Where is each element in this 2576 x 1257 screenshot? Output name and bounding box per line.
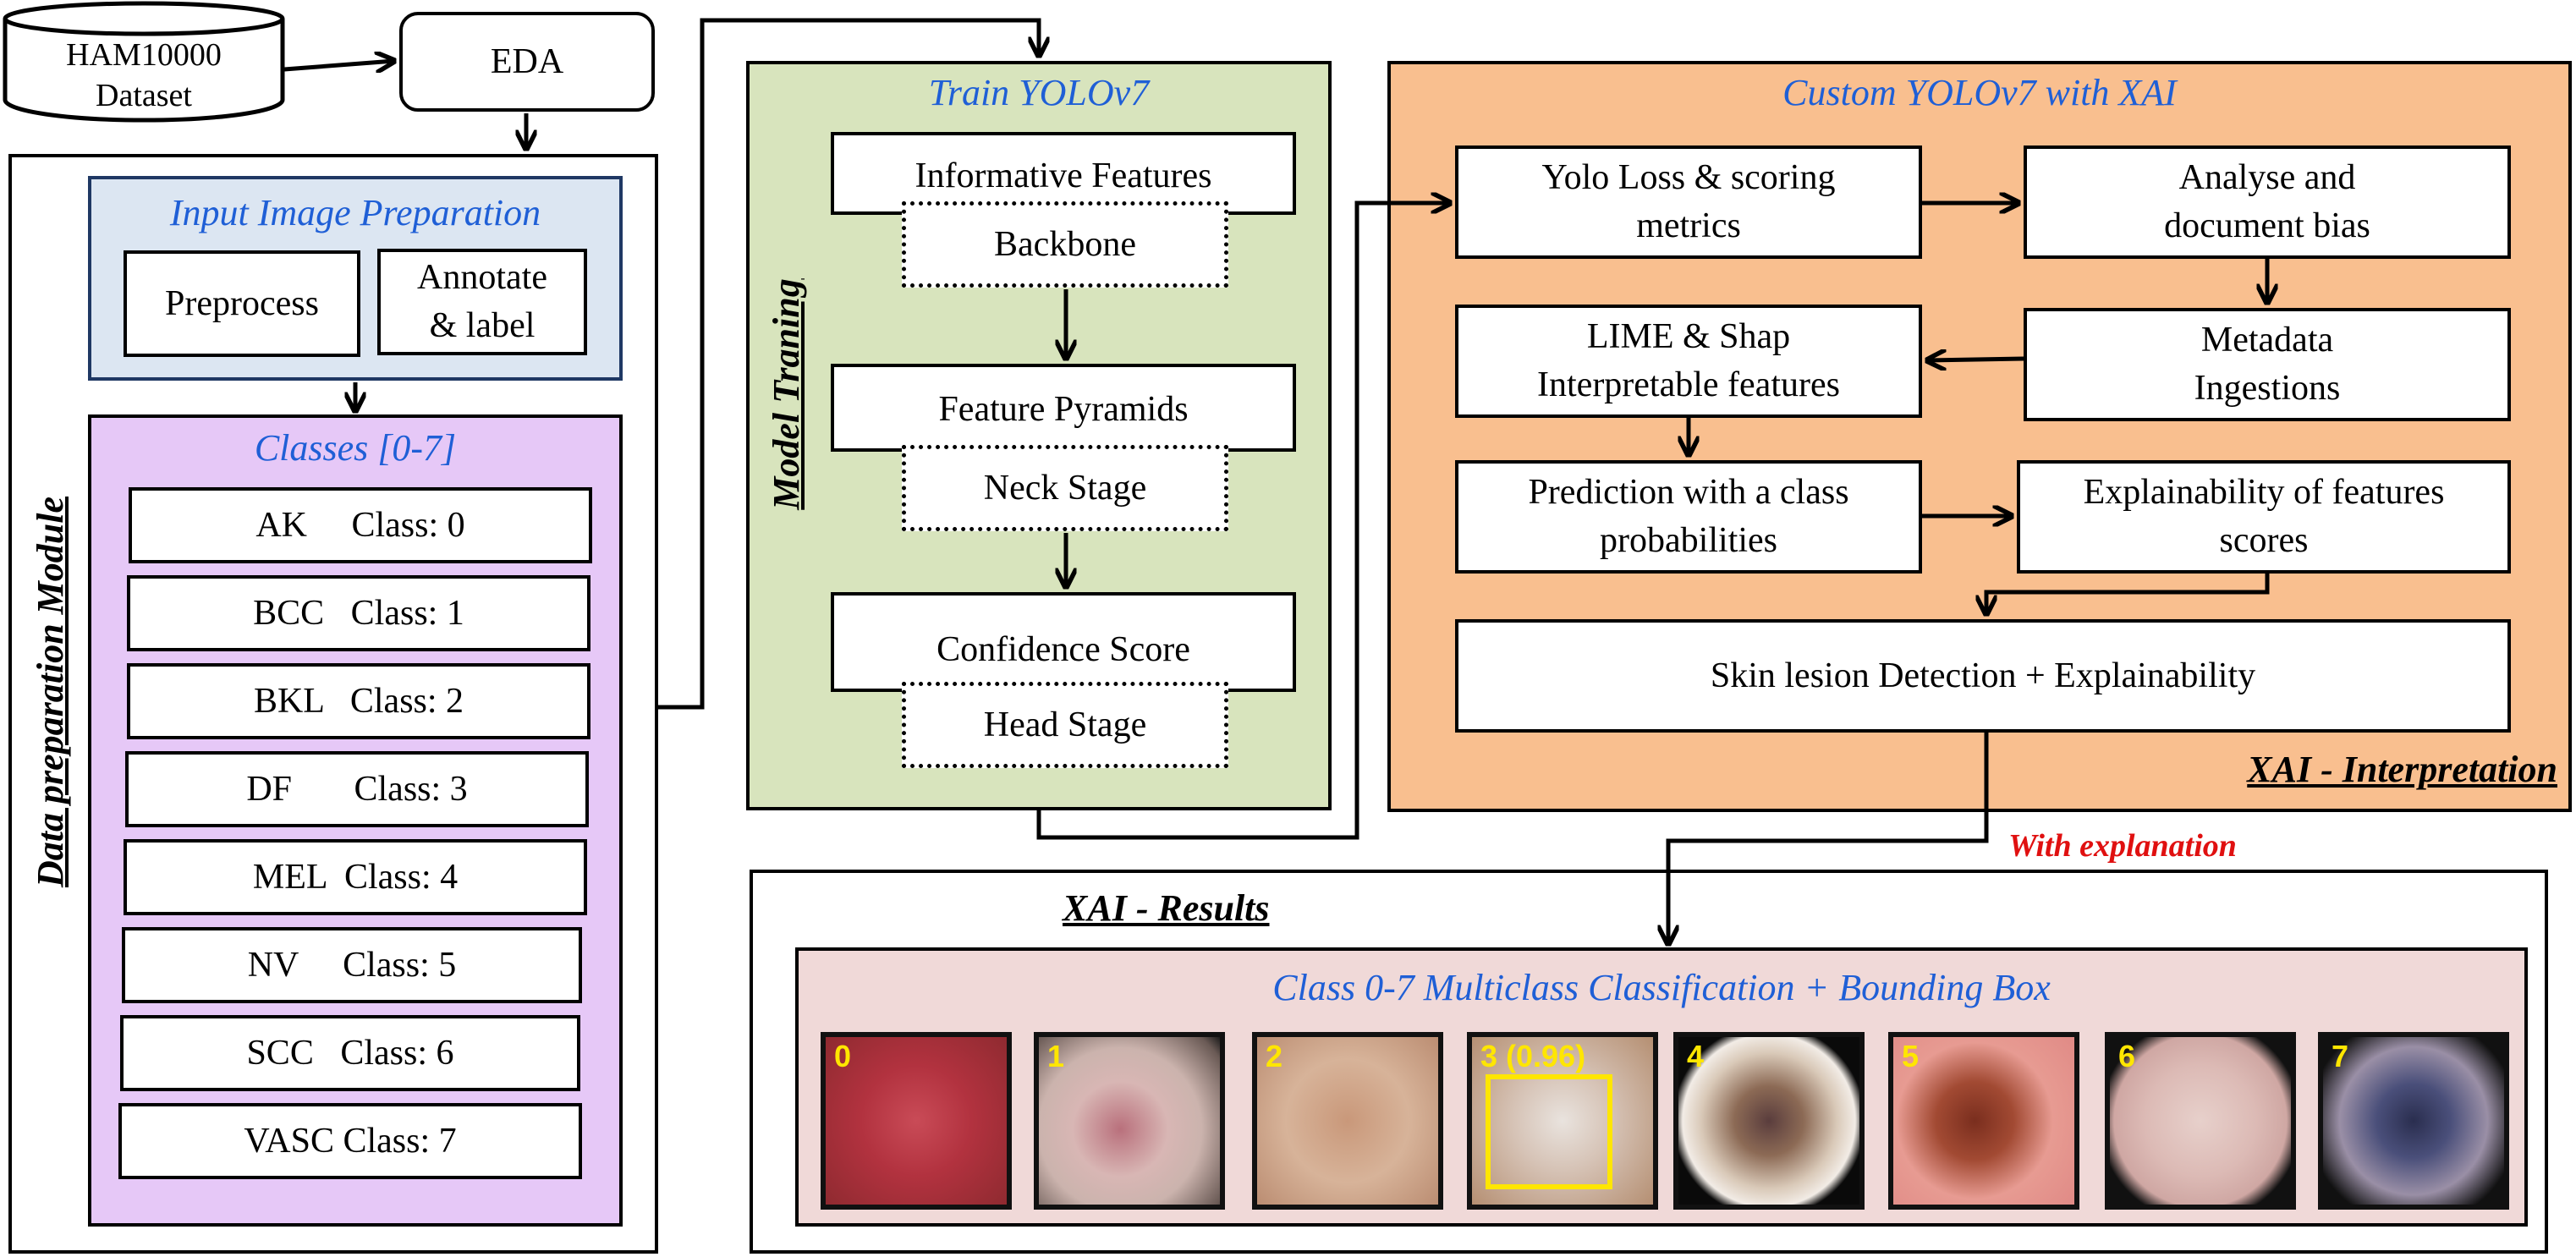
classification-results-title: Class 0-7 Multiclass Classification + Bo…: [1272, 967, 2051, 1008]
lesion-thumbnail-0: 0: [821, 1032, 1012, 1210]
class-box-1: BCC Class: 1: [127, 575, 590, 651]
xai-results-label: XAI - Results: [1063, 887, 1270, 929]
arrow-explain-to-detection: [1986, 574, 2270, 614]
preprocess-box: Preprocess: [124, 250, 360, 357]
metadata-ingestions-box: Metadata Ingestions: [2024, 308, 2511, 421]
class-box-3: DF Class: 3: [125, 751, 589, 827]
lesion-thumbnail-5: 5: [1888, 1032, 2079, 1210]
xai-interpretation-label: XAI - Interpretation: [2247, 749, 2557, 790]
class-box-4: MEL Class: 4: [124, 839, 587, 915]
skin-lesion-detection-box: Skin lesion Detection + Explainability: [1455, 619, 2511, 733]
custom-yolov7-xai-title: Custom YOLOv7 with XAI: [1782, 72, 2177, 113]
lesion-thumbnail-2: 2: [1252, 1032, 1443, 1210]
class-box-6: SCC Class: 6: [120, 1015, 580, 1091]
thumbnail-label: 5: [1902, 1039, 1920, 1073]
input-image-preparation-title: Input Image Preparation: [169, 192, 541, 233]
eda-label: EDA: [490, 41, 564, 81]
thumbnail-label: 4: [1687, 1039, 1705, 1073]
train-yolov7-title: Train YOLOv7: [928, 72, 1150, 113]
thumbnail-label: 0: [834, 1039, 852, 1073]
lesion-thumbnail-6: 6: [2105, 1032, 2296, 1210]
arrow-module-to-train: [658, 18, 1039, 710]
lesion-thumbnail-7: 7: [2318, 1032, 2509, 1210]
backbone-box: Backbone: [902, 201, 1228, 288]
head-stage-box: Head Stage: [902, 682, 1228, 768]
thumbnail-label: 7: [2332, 1039, 2349, 1073]
class-box-2: BKL Class: 2: [127, 663, 590, 739]
class-box-0: AK Class: 0: [129, 487, 592, 563]
with-explanation-label: With explanation: [2008, 828, 2237, 864]
annotate-label-box: Annotate & label: [377, 249, 587, 355]
bounding-box: [1486, 1074, 1612, 1189]
lesion-thumbnail-4: 4: [1673, 1032, 1865, 1210]
prediction-box: Prediction with a class probabilities: [1455, 460, 1922, 574]
class-box-7: VASC Class: 7: [118, 1103, 582, 1179]
eda-box: EDA: [399, 12, 655, 112]
lesion-thumbnail-3: 3 (0.96): [1467, 1032, 1658, 1210]
lime-shap-box: LIME & Shap Interpretable features: [1455, 305, 1922, 418]
explainability-box: Explainability of features scores: [2017, 460, 2511, 574]
confidence-score-box: Confidence Score: [831, 592, 1296, 692]
arrow-train-to-xai: [1036, 203, 1450, 840]
yolo-loss-box: Yolo Loss & scoring metrics: [1455, 145, 1922, 259]
analyse-bias-box: Analyse and document bias: [2024, 145, 2511, 259]
class-box-5: NV Class: 5: [122, 927, 582, 1003]
arrow-dataset-to-eda: [283, 61, 394, 69]
dataset-label: HAM10000 Dataset: [66, 37, 222, 113]
arrow-detection-to-results: [1668, 733, 1989, 944]
dataset-cylinder-icon: [3, 1, 285, 123]
lesion-thumbnail-1: 1: [1034, 1032, 1225, 1210]
arrow-metadata-to-lime: [1927, 359, 2024, 360]
thumbnail-label: 6: [2118, 1039, 2136, 1073]
thumbnail-label: 3 (0.96): [1480, 1039, 1586, 1073]
informative-features-box: Informative Features: [831, 132, 1296, 215]
thumbnail-label: 2: [1266, 1039, 1283, 1073]
classes-title: Classes [0-7]: [254, 427, 457, 469]
thumbnail-label: 1: [1047, 1039, 1065, 1073]
neck-stage-box: Neck Stage: [902, 445, 1228, 531]
